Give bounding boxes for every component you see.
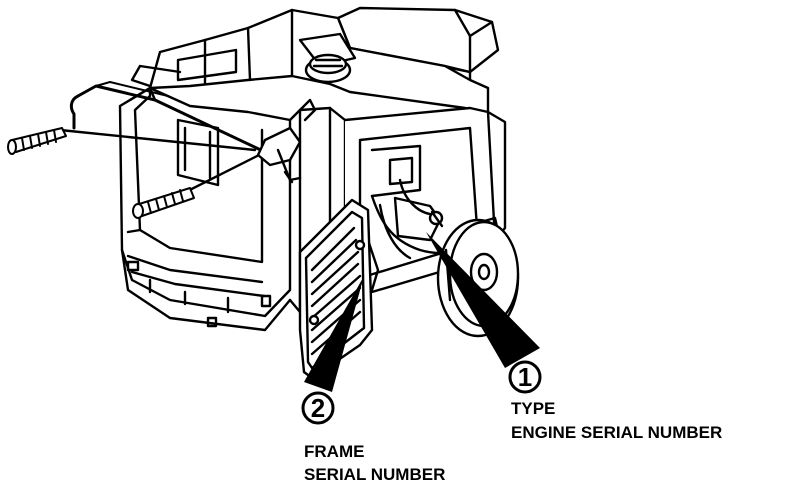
- callout-1-label-line-2: ENGINE SERIAL NUMBER: [511, 423, 723, 442]
- callout-1-marker: 1: [508, 360, 542, 394]
- callout-1-pointer: [426, 232, 540, 368]
- callout-1-number: 1: [518, 362, 532, 392]
- generator-illustration: [7, 6, 520, 380]
- callout-2-number: 2: [311, 393, 325, 423]
- callout-2-marker: 2: [301, 391, 335, 425]
- callout-2-label-line-1: FRAME: [304, 442, 365, 461]
- callout-1-label-line-1: TYPE: [511, 399, 556, 418]
- callout-2-label-line-2: SERIAL NUMBER: [304, 465, 446, 484]
- callout-2-pointer: [304, 276, 364, 392]
